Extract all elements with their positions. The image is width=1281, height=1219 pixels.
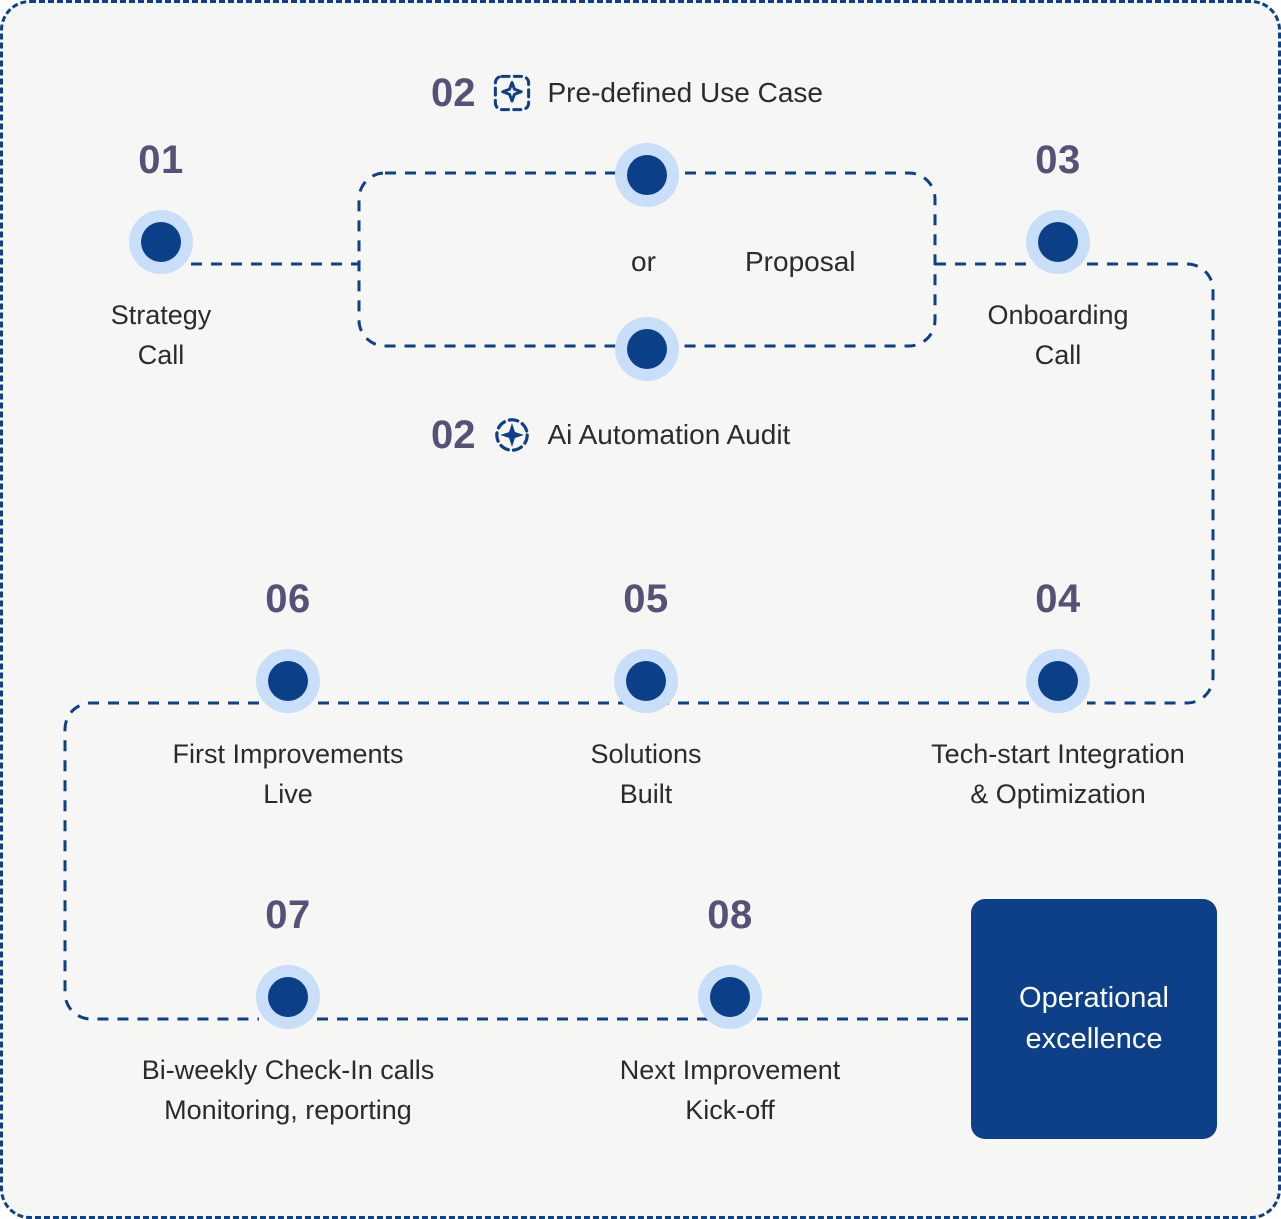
step-dot-04 [1026, 649, 1090, 713]
branch-caption-pre-defined-use-case: 02 Pre-defined Use Case [431, 73, 823, 113]
step-number-08: 08 [707, 893, 753, 937]
operational-excellence-card[interactable]: Operational excellence [971, 899, 1217, 1139]
step-node-08[interactable]: 08 Next Improvement Kick-off [550, 895, 910, 1131]
step-dot-03 [1026, 210, 1090, 274]
step-label-08: Next Improvement Kick-off [619, 1055, 841, 1125]
operational-excellence-label: Operational excellence [1019, 982, 1169, 1055]
step-label-03: Onboarding Call [987, 300, 1129, 370]
step-node-06[interactable]: 06 First Improvements Live [118, 579, 458, 815]
step-dot-05 [614, 649, 678, 713]
step-number-05: 05 [623, 577, 669, 621]
branch-dot-bottom [615, 317, 679, 381]
step-node-04[interactable]: 04 Tech-start Integration & Optimization [888, 579, 1228, 815]
step-node-01[interactable]: 01 Strategy Call [11, 140, 311, 376]
branch-label-top: Pre-defined Use Case [547, 77, 823, 108]
step-number-03: 03 [1035, 138, 1081, 182]
step-label-07: Bi-weekly Check-In calls Monitoring, rep… [141, 1055, 435, 1125]
branch-node-ai-automation-audit[interactable] [615, 317, 679, 381]
step-dot-01 [129, 210, 193, 274]
step-node-07[interactable]: 07 Bi-weekly Check-In calls Monitoring, … [78, 895, 498, 1131]
branch-dot-top [615, 143, 679, 207]
step-dot-06 [256, 649, 320, 713]
step-number-07: 07 [265, 893, 311, 937]
step-node-05[interactable]: 05 Solutions Built [496, 579, 796, 815]
step-dot-07 [256, 965, 320, 1029]
step-number-01: 01 [138, 138, 184, 182]
step-number-06: 06 [265, 577, 311, 621]
step-label-06: First Improvements Live [172, 739, 404, 809]
branch-number-top: 02 [431, 71, 476, 115]
choice-outcome-word: Proposal [745, 246, 856, 277]
step-number-04: 04 [1035, 577, 1081, 621]
branch-label-bottom: Ai Automation Audit [547, 419, 791, 450]
step-dot-08 [698, 965, 762, 1029]
step-label-05: Solutions Built [590, 739, 702, 809]
branch-number-bottom: 02 [431, 413, 476, 457]
step-node-03[interactable]: 03 Onboarding Call [908, 140, 1208, 376]
branch-caption-ai-automation-audit: 02 Ai Automation Audit [431, 415, 790, 455]
branch-node-pre-defined-use-case[interactable] [615, 143, 679, 207]
target-frame-icon [493, 74, 530, 112]
choice-connector-word: or [631, 246, 656, 277]
step-label-01: Strategy Call [110, 300, 212, 370]
step-label-04: Tech-start Integration & Optimization [931, 739, 1185, 809]
ai-sparkle-refresh-icon [494, 418, 529, 452]
